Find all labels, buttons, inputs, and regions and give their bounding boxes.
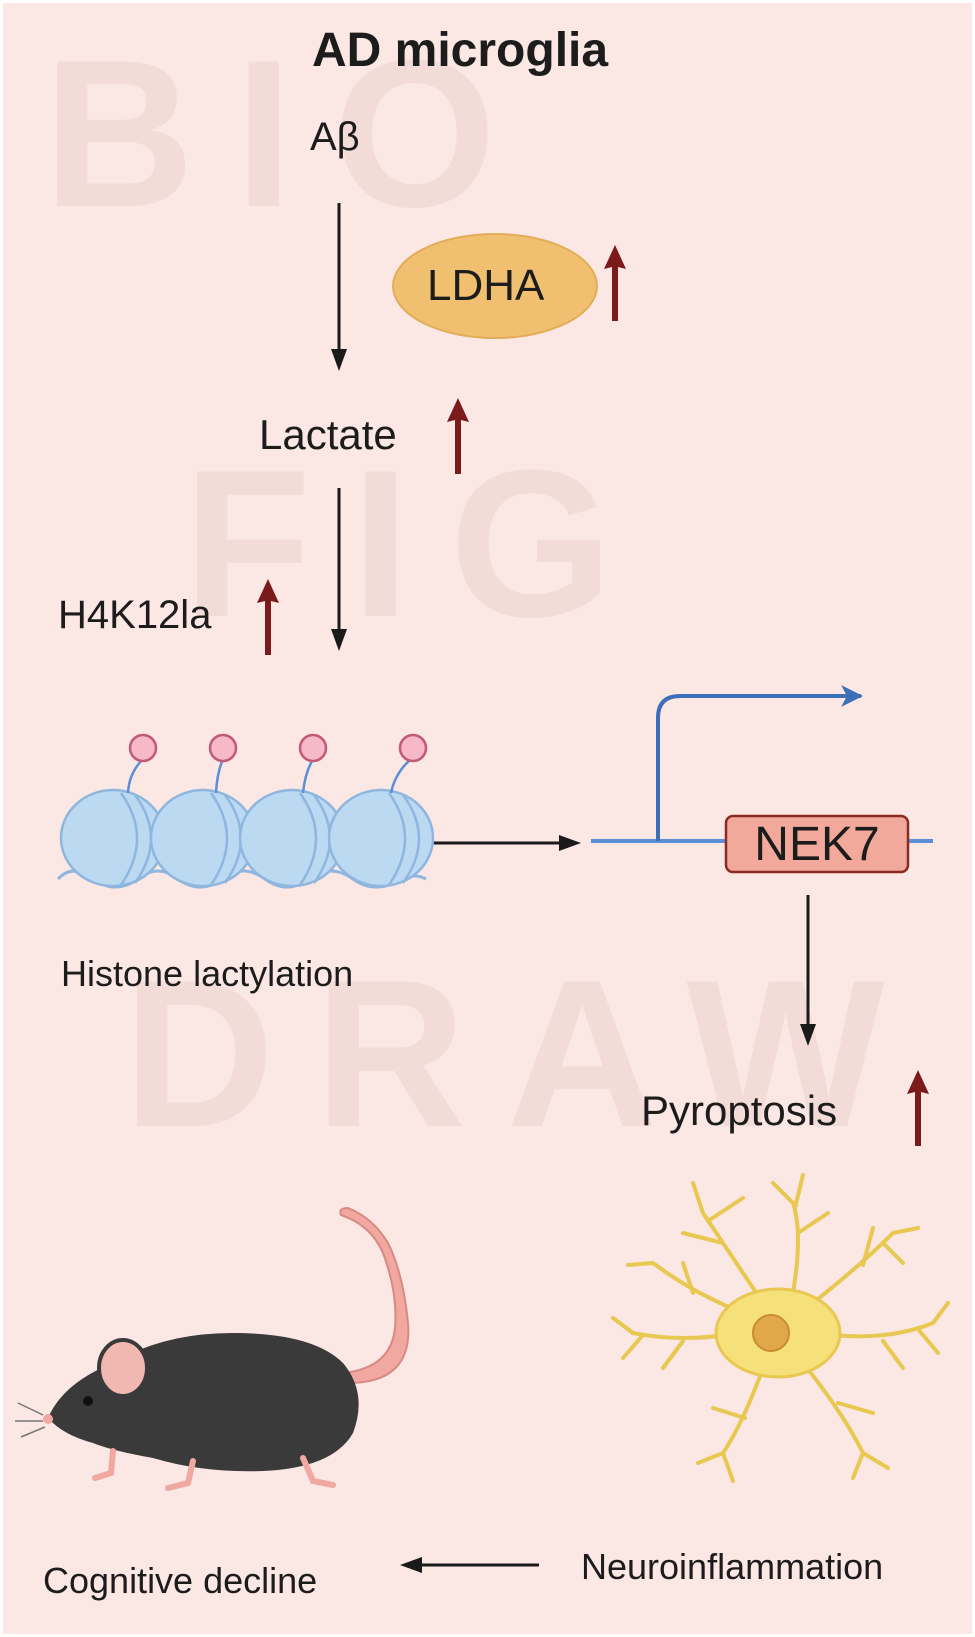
- transcription-arrow-icon: [656, 685, 863, 841]
- ldha-ellipse: [392, 233, 598, 339]
- watermark: DRAW: [123, 936, 925, 1171]
- up-arrow-icon: [907, 1070, 929, 1146]
- microglia-nucleus: [752, 1314, 790, 1352]
- arrow-head: [400, 1557, 422, 1573]
- up-arrow-icon: [447, 398, 469, 474]
- neuroinflammation-label: Neuroinflammation: [581, 1546, 884, 1587]
- histone-lactylation-label: Histone lactylation: [61, 953, 354, 994]
- lactate-label: Lactate: [259, 411, 397, 458]
- diagram-title: AD microglia: [312, 24, 609, 77]
- arrow-head: [800, 1024, 816, 1046]
- ldha-label: LDHA: [427, 261, 545, 310]
- mouse-icon: [15, 1206, 410, 1491]
- arrow-head: [559, 835, 581, 851]
- nek7-label: NEK7: [754, 818, 880, 871]
- up-arrow-icon: [257, 579, 279, 655]
- arrow-head: [331, 349, 347, 371]
- up-arrow-icon: [604, 245, 626, 321]
- arrow-head: [331, 629, 347, 651]
- watermark: FIG: [183, 426, 653, 661]
- h4k12la-label: H4K12la: [58, 593, 212, 637]
- pathway-diagram: [15, 203, 950, 1573]
- cognitive-decline-label: Cognitive decline: [43, 1560, 318, 1601]
- abeta-label: Aβ: [310, 115, 360, 159]
- nucleosome-icon: [56, 733, 435, 889]
- pyroptosis-label: Pyroptosis: [641, 1087, 838, 1134]
- diagram-canvas: BIO FIG DRAW: [3, 3, 972, 1634]
- nek7-box: [724, 814, 910, 874]
- watermark: BIO: [43, 16, 537, 251]
- microglia-icon: [611, 1173, 950, 1483]
